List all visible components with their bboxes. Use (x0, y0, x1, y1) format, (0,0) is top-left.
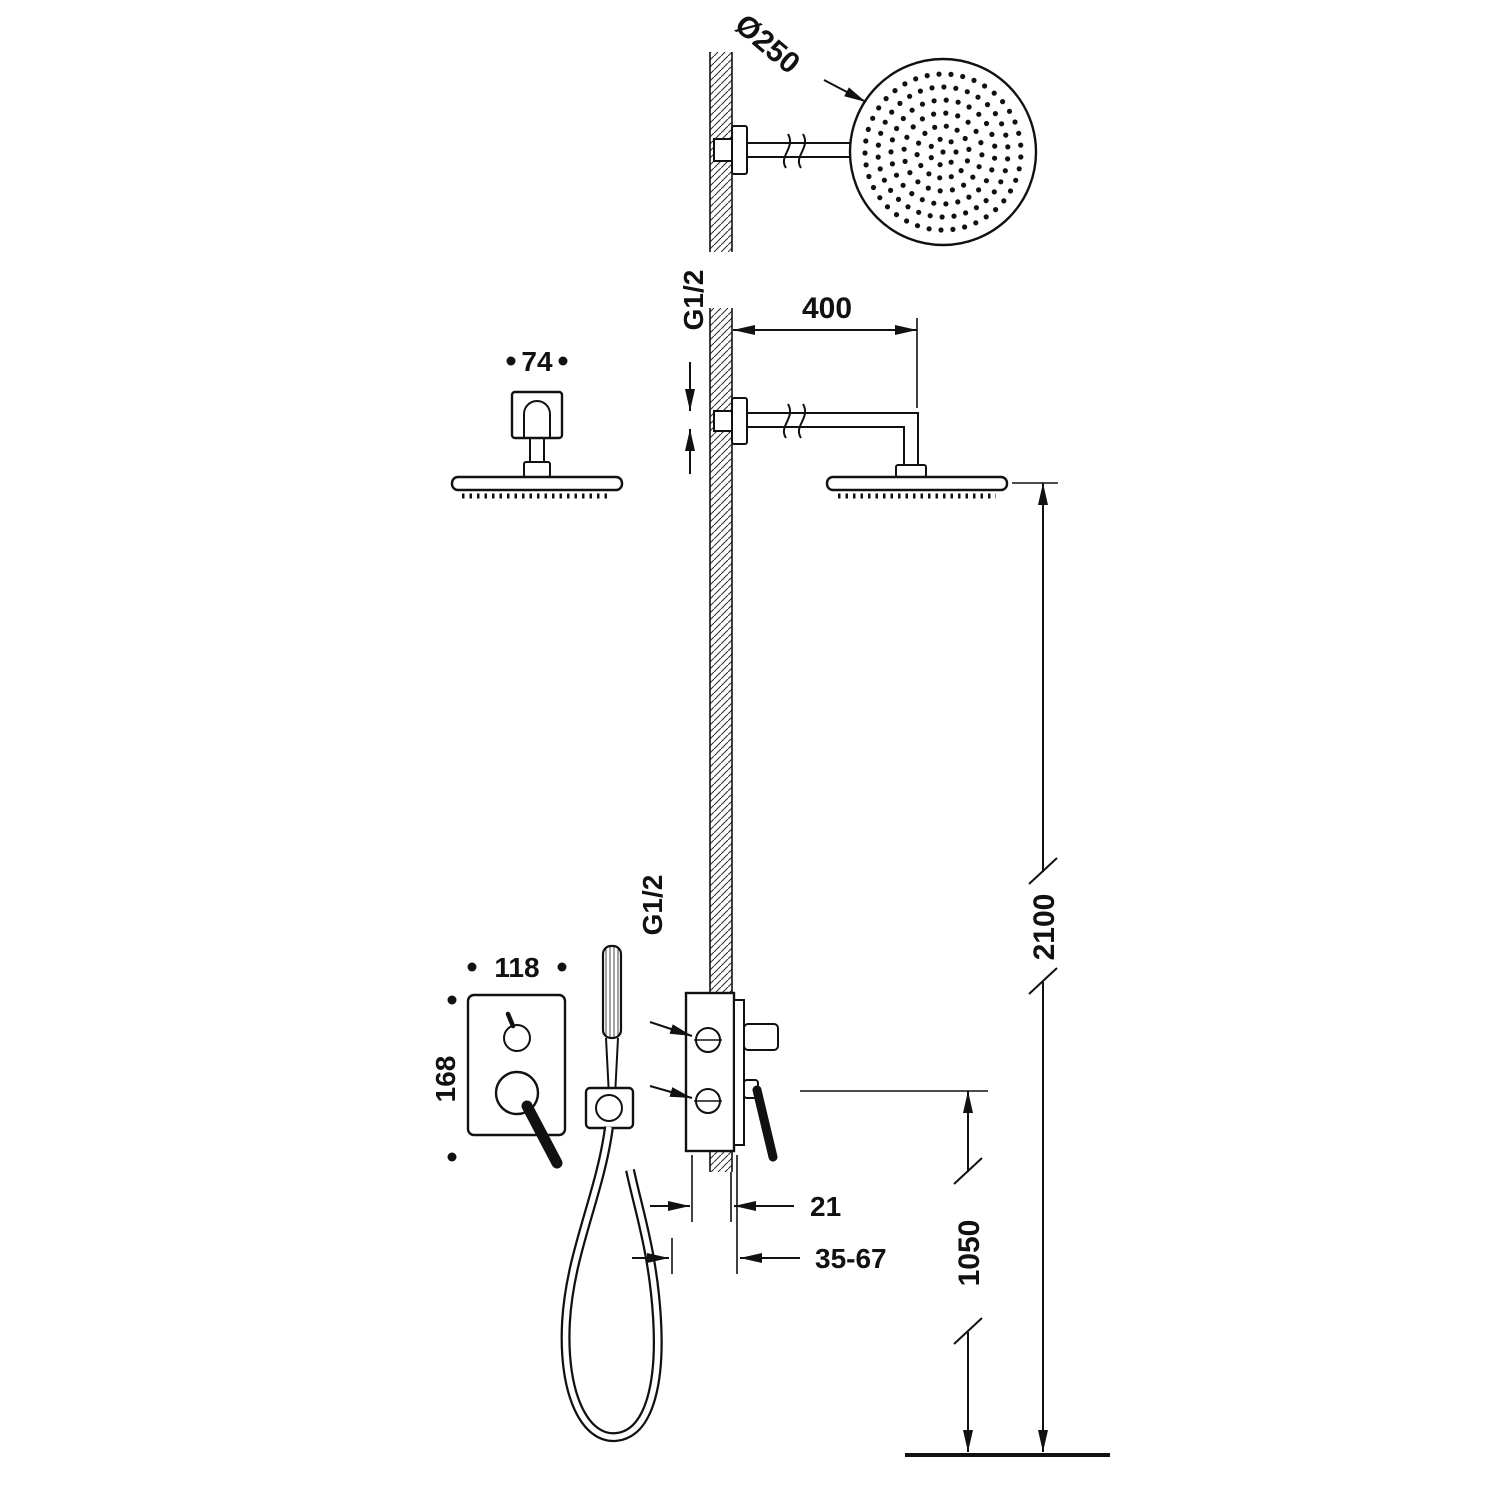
mixer-plate (466, 993, 567, 1137)
dim-text-35-67: 35-67 (815, 1243, 887, 1274)
arm-embedded-fitting-top (713, 138, 734, 162)
arm-break-symbol-side (783, 403, 806, 439)
arm-nut-side (895, 464, 927, 478)
dim-embedment: 35-67 (632, 1155, 887, 1274)
handshower-wand (601, 944, 623, 1040)
arm-wall-flange-top (731, 125, 748, 175)
shower-head-nozzle-dots (862, 71, 1024, 233)
shower-arm-side-view (713, 397, 1009, 499)
arm-wall-flange-side (731, 397, 748, 445)
handshower-holder-ring (595, 1094, 623, 1122)
dim-trim-protrusion: 21 (650, 1155, 841, 1222)
mixer-lever-side (752, 1085, 778, 1162)
dim-text-plate-height: 168 (430, 1056, 461, 1103)
dim-text-21: 21 (810, 1191, 841, 1222)
escutcheon-plate (510, 390, 564, 440)
diverter-knob-side (743, 1023, 779, 1051)
dim-overall-height: 2100 (1012, 482, 1061, 1452)
mixer-lever (521, 1100, 563, 1169)
overhead-shower-front-view: Ø250 (713, 8, 1038, 247)
shower-head-front-edge (450, 475, 624, 492)
dim-valve-height: 1050 (800, 1090, 988, 1452)
dim-text-400: 400 (802, 292, 852, 325)
head-nut-front (523, 461, 551, 478)
label-head-diameter: Ø250 (729, 8, 806, 80)
shower-head-side (825, 475, 1009, 492)
label-escutcheon-width: 74 (521, 346, 553, 377)
handshower (560, 944, 663, 1443)
dim-text-2100: 2100 (1028, 894, 1061, 961)
arm-thread-callout: G1/2 (678, 270, 709, 474)
valve-thread-arrow-2 (649, 1085, 693, 1099)
valve-body-side (684, 991, 736, 1153)
valve-thread-callout: G1/2 (637, 875, 693, 1099)
mixer-front-view: 118 168 (430, 952, 567, 1169)
arm-break-symbol-top (783, 133, 806, 169)
valve-plate-side (733, 999, 745, 1146)
dim-arm-length: 400 (733, 292, 918, 408)
dim-text-plate-width: 118 (494, 952, 539, 983)
arm-embedded-fitting-side (713, 410, 734, 432)
escutcheon-arch (523, 400, 551, 438)
escutcheon-front-view: 74 (450, 346, 624, 499)
label-arm-thread: G1/2 (678, 270, 709, 331)
diverter-knob (503, 1024, 531, 1052)
mixer-side-view (684, 991, 779, 1162)
handshower-hose (560, 1126, 663, 1443)
valve-thread-arrow-1 (649, 1021, 693, 1037)
diverter-knob-tab (505, 1011, 516, 1029)
dim-text-1050: 1050 (953, 1220, 986, 1287)
label-valve-thread: G1/2 (637, 875, 668, 936)
leader-head-diameter (823, 79, 867, 103)
